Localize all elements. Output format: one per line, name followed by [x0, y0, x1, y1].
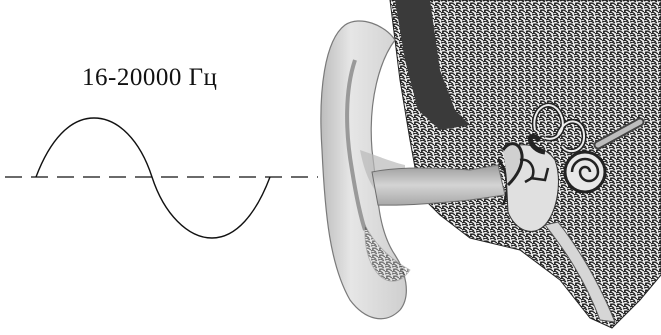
cochlea [565, 152, 605, 192]
sine-wave [36, 118, 270, 238]
ear-cross-section [321, 0, 661, 328]
frequency-range-label: 16-20000 Гц [82, 64, 217, 92]
